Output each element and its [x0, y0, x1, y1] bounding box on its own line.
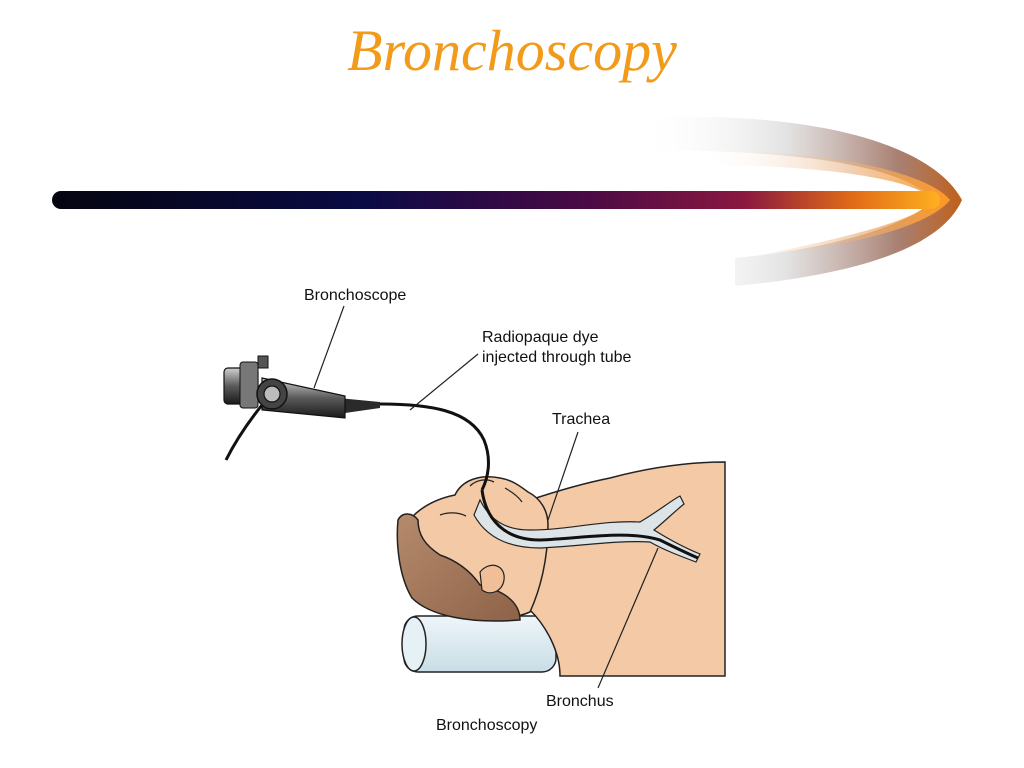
leader-lines	[313, 305, 659, 689]
diagram-caption: Bronchoscopy	[436, 717, 537, 734]
decorative-swoosh	[640, 116, 962, 286]
slide-title: Bronchoscopy	[347, 18, 677, 83]
label-dye-line1: Radiopaque dye	[482, 329, 599, 346]
pillow	[403, 615, 557, 673]
title-underline-bar	[52, 191, 940, 209]
label-trachea: Trachea	[552, 411, 610, 428]
bronchoscope-illustration	[223, 355, 490, 491]
airway	[473, 495, 701, 563]
label-bronchoscope: Bronchoscope	[304, 287, 406, 304]
label-bronchus: Bronchus	[546, 693, 614, 710]
patient-illustration	[396, 461, 726, 677]
label-dye-line2: injected through tube	[482, 349, 632, 366]
